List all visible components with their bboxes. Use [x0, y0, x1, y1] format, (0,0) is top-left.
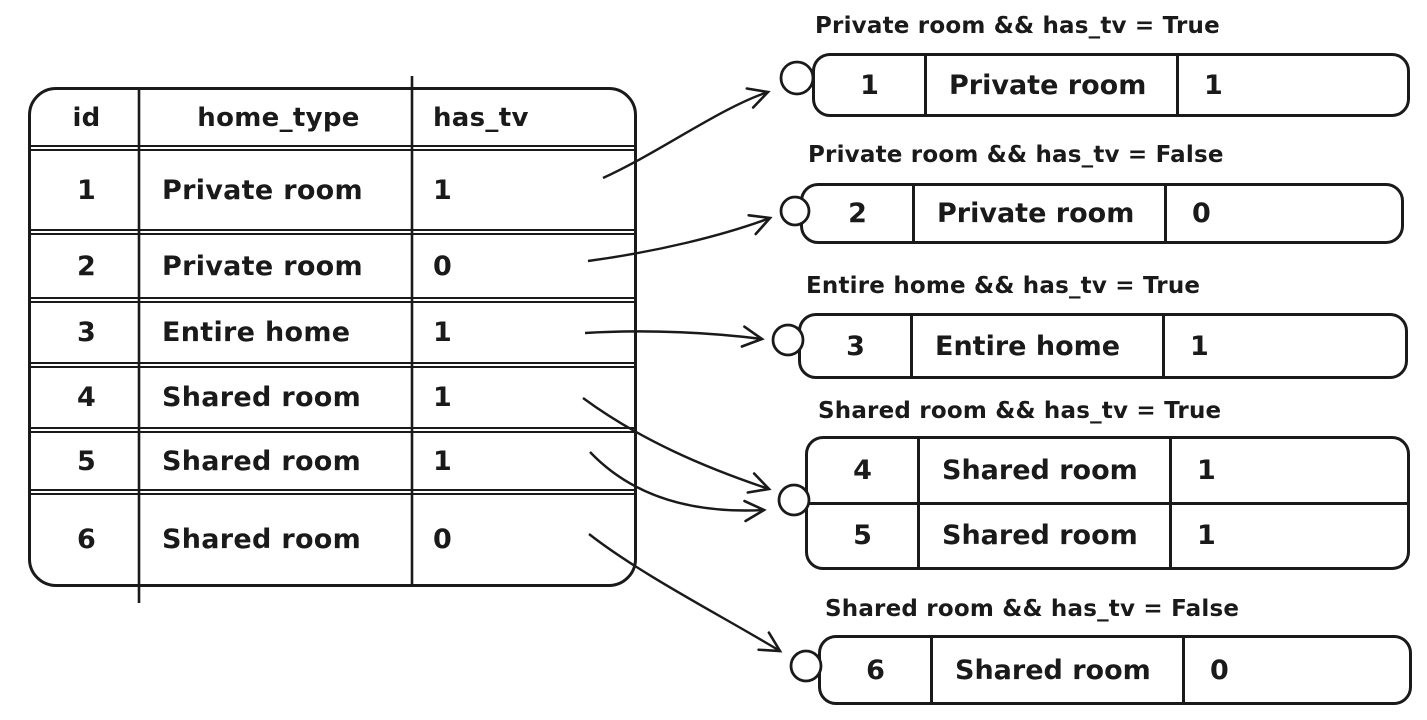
group-row: 3 Entire home 1: [801, 316, 1405, 376]
cell-has-tv: 1: [433, 382, 453, 413]
cell-home-type: Shared room: [933, 638, 1185, 702]
column-header-has-tv: has_tv: [433, 102, 529, 133]
cell-has-tv: 1: [1197, 454, 1216, 486]
cell-home-type: Private room: [915, 186, 1167, 241]
cell-home-type: Shared room: [162, 445, 362, 477]
cell-has-tv: 1: [433, 317, 453, 348]
cell-id: 4: [76, 382, 97, 413]
column-header-home-type: home_type: [197, 102, 360, 133]
table-row-6: 6 Shared room 0: [31, 495, 634, 584]
table-row-3: 3 Entire home 1: [31, 303, 634, 368]
cell-id: 6: [76, 524, 97, 555]
cell-home-type: Private room: [162, 250, 363, 282]
group-box-private-room-false: 2 Private room 0: [800, 183, 1404, 244]
cell-home-type: Private room: [927, 56, 1179, 114]
table-row-5: 5 Shared room 1: [31, 433, 634, 495]
source-table-header-row: id home_type has_tv: [31, 90, 634, 151]
table-row-1: 1 Private room 1: [31, 151, 634, 235]
group-row: 6 Shared room 0: [821, 638, 1409, 702]
cell-id: 1: [815, 56, 927, 114]
group-row: 2 Private room 0: [803, 186, 1401, 241]
table-row-2: 2 Private room 0: [31, 235, 634, 303]
cell-id: 5: [76, 445, 97, 477]
cell-home-type: Private room: [162, 174, 363, 206]
cell-has-tv: 0: [1210, 654, 1229, 686]
group-row: 4 Shared room 1: [808, 439, 1407, 502]
cell-home-type: Shared room: [162, 524, 362, 555]
cell-id: 5: [808, 504, 920, 567]
group-box-private-room-true: 1 Private room 1: [812, 53, 1410, 117]
cell-id: 2: [803, 186, 915, 241]
connector-circle-group5: [789, 649, 823, 683]
group-label-private-room-true: Private room && has_tv = True: [815, 13, 1220, 39]
cell-has-tv: 1: [1204, 69, 1223, 101]
column-header-id: id: [72, 102, 101, 133]
group-box-shared-room-true: 4 Shared room 1 5 Shared room 1: [805, 436, 1410, 570]
cell-id: 3: [76, 317, 97, 348]
cell-id: 6: [821, 638, 933, 702]
cell-id: 1: [76, 174, 97, 206]
group-row: 5 Shared room 1: [808, 501, 1407, 567]
cell-has-tv: 0: [433, 250, 453, 282]
group-label-shared-room-false: Shared room && has_tv = False: [825, 596, 1240, 622]
cell-home-type: Shared room: [920, 439, 1172, 502]
cell-has-tv: 0: [1192, 198, 1211, 229]
group-label-shared-room-true: Shared room && has_tv = True: [818, 398, 1222, 424]
source-table: id home_type has_tv 1 Private room 1 2 P…: [28, 87, 637, 587]
cell-has-tv: 0: [433, 524, 453, 555]
cell-id: 2: [76, 250, 97, 282]
cell-id: 3: [801, 316, 913, 376]
cell-id: 4: [808, 439, 920, 502]
cell-home-type: Entire home: [162, 317, 351, 348]
cell-home-type: Entire home: [913, 316, 1165, 376]
connector-circle-group1: [779, 60, 815, 96]
cell-home-type: Shared room: [920, 504, 1172, 567]
cell-home-type: Shared room: [162, 382, 362, 413]
group-box-shared-room-false: 6 Shared room 0: [818, 635, 1412, 705]
group-box-entire-home-true: 3 Entire home 1: [798, 313, 1408, 379]
cell-has-tv: 1: [1190, 330, 1209, 362]
cell-has-tv: 1: [1197, 520, 1216, 552]
group-label-private-room-false: Private room && has_tv = False: [808, 142, 1224, 168]
group-label-entire-home-true: Entire home && has_tv = True: [806, 273, 1201, 299]
cell-has-tv: 1: [433, 445, 453, 477]
group-row: 1 Private room 1: [815, 56, 1407, 114]
table-row-4: 4 Shared room 1: [31, 368, 634, 433]
cell-has-tv: 1: [433, 174, 453, 206]
